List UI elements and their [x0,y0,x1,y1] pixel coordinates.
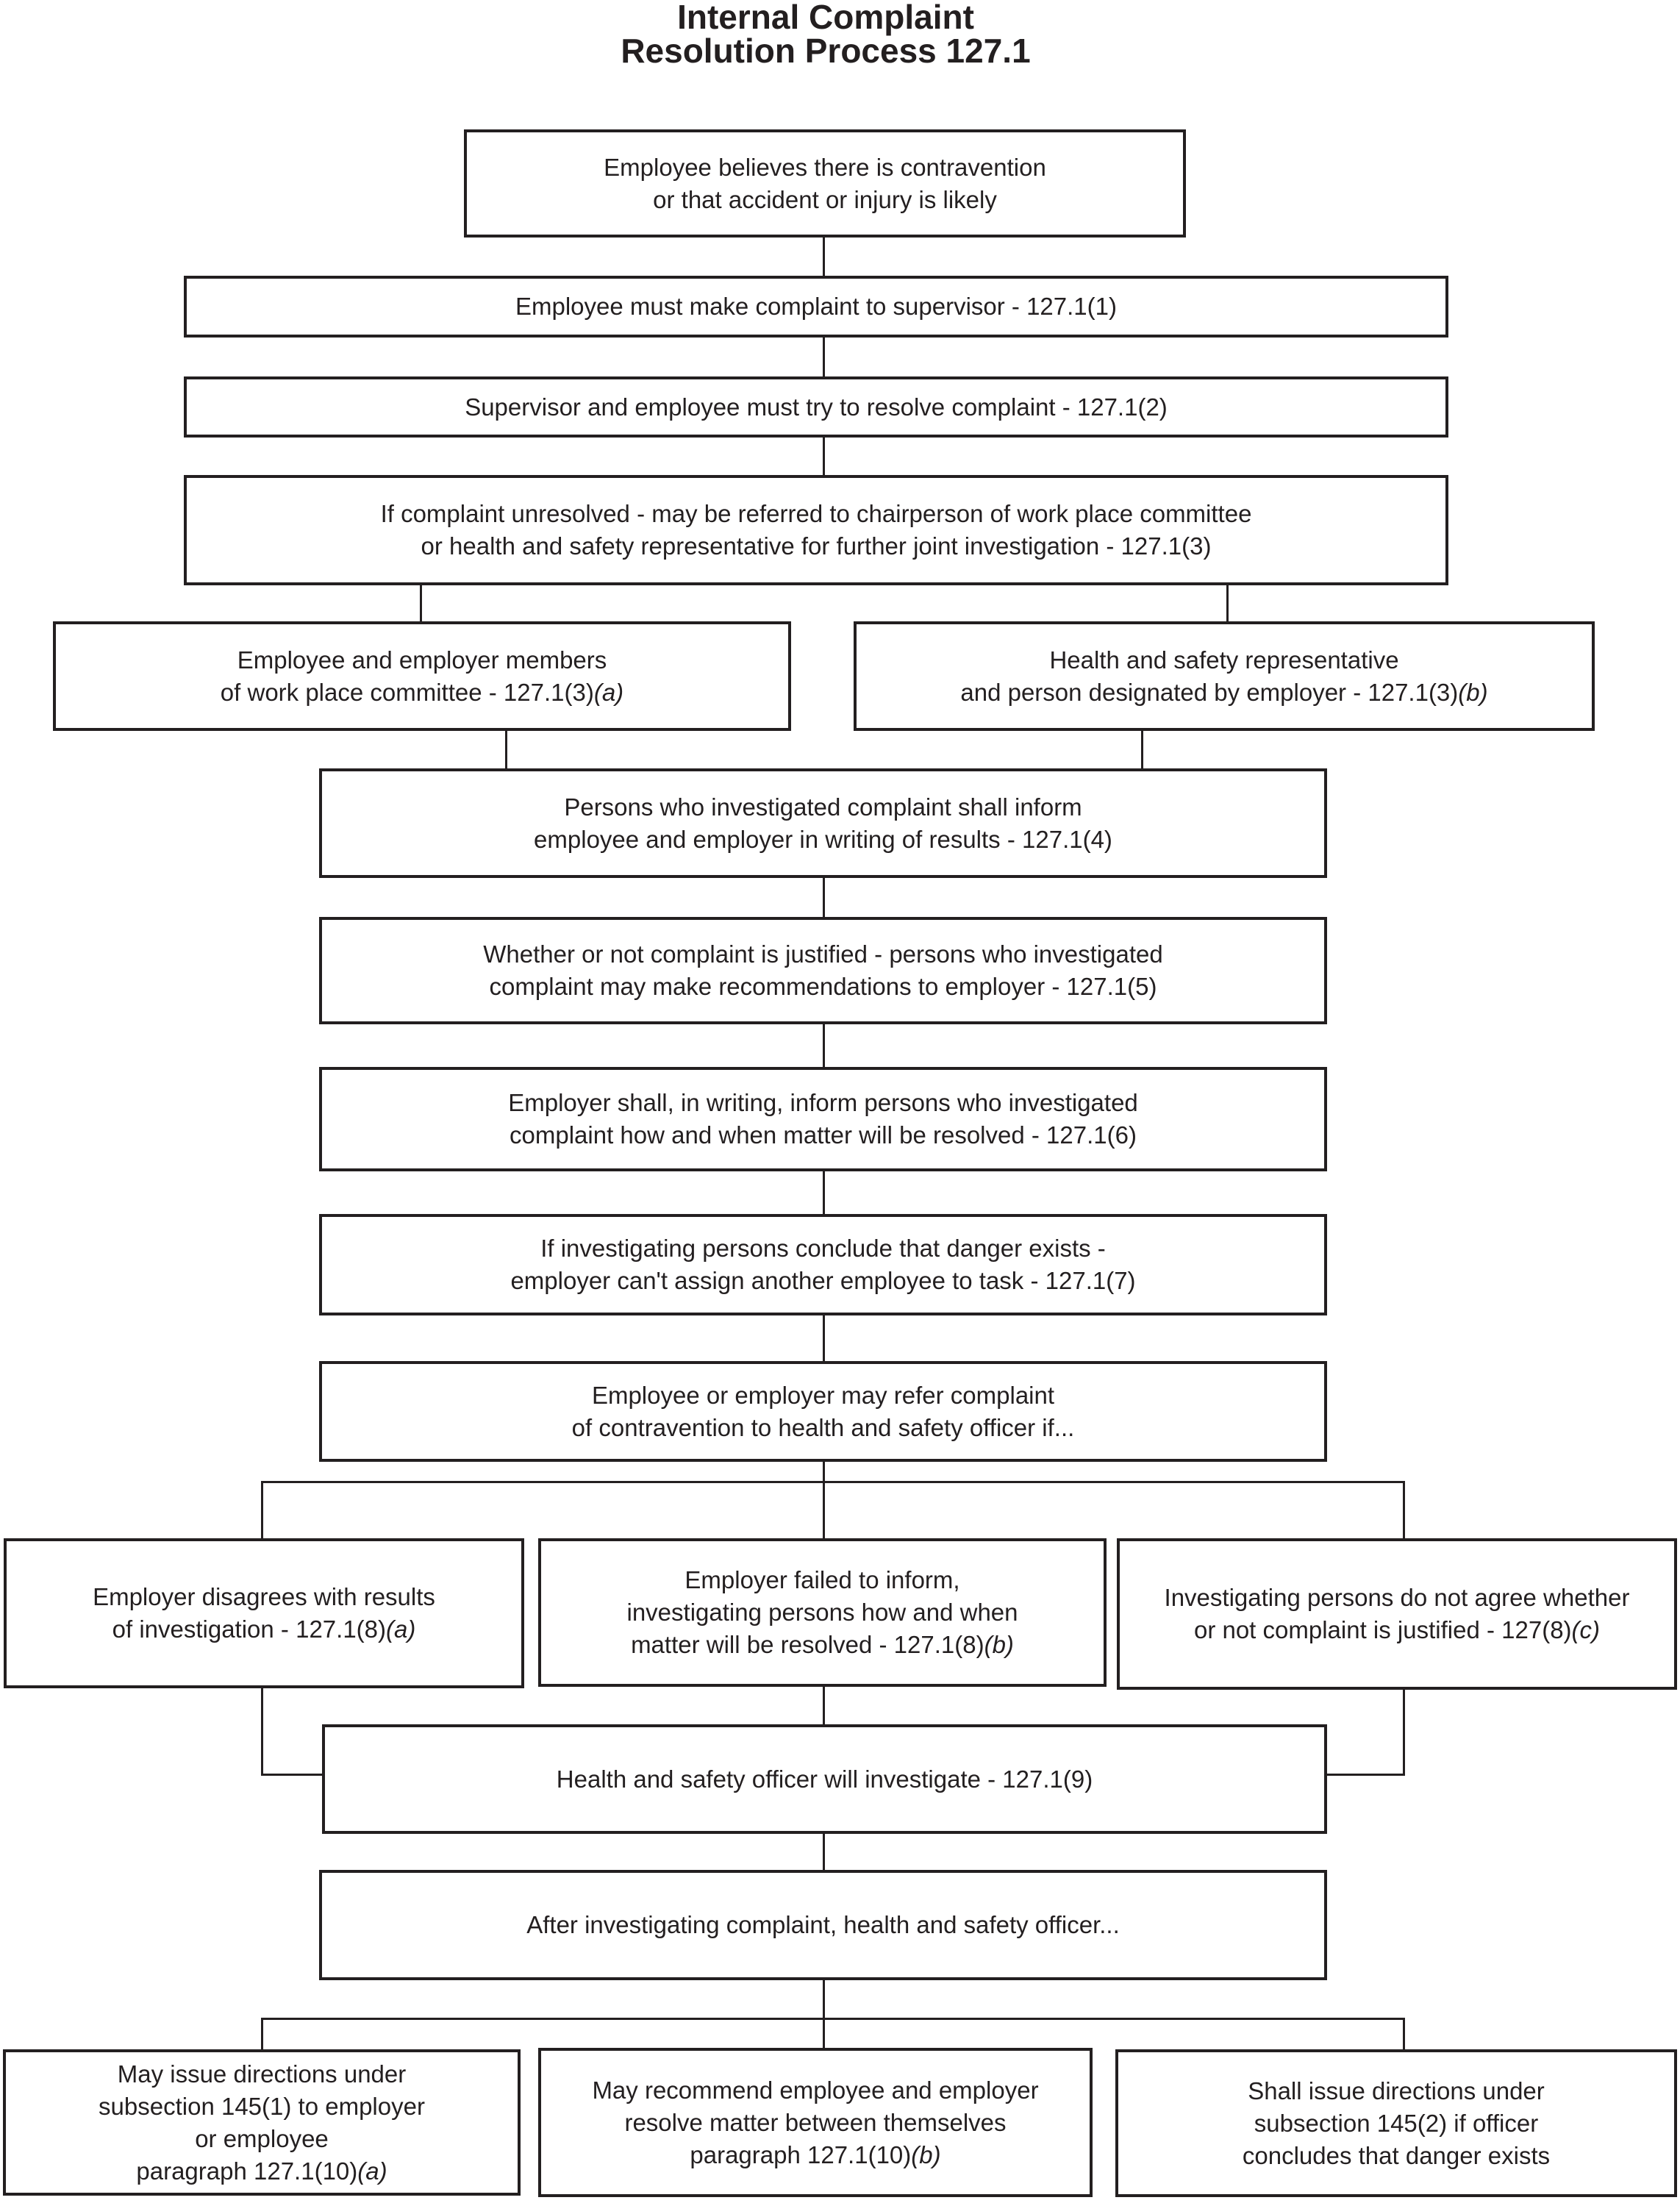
flow-node-officer-investigates: Health and safety officer will investiga… [322,1724,1327,1834]
connector-investigate-to-after [823,1832,825,1871]
connector-failed-to-investigate [823,1685,825,1726]
connector-elbow-left-into-investigate [261,1774,324,1776]
node-text: If complaint unresolved - may be referre… [380,500,1252,560]
node-text: Employee or employer may refer complaint… [571,1381,1075,1441]
node-text: Health and safety officer will investiga… [556,1765,1093,1793]
connector-danger-to-refer [823,1314,825,1363]
connector-inform-to-recommend [823,876,825,918]
node-text-italic: (b) [911,2140,941,2168]
connector-committee-to-inform [505,729,507,770]
flow-node-employer-informs: Employer shall, in writing, inform perso… [319,1067,1327,1171]
node-text: Whether or not complaint is justified - … [483,940,1163,1000]
connector-referred-to-representative [1226,584,1229,623]
connector-referred-to-committee [420,584,422,623]
connector-rail-to-noagree [1403,1481,1405,1540]
flow-node-try-resolve: Supervisor and employee must try to reso… [184,376,1448,438]
node-text-italic: (b) [984,1631,1014,1658]
connector-disagrees-to-investigate [261,1687,263,1776]
node-text: Employee believes there is contravention… [604,153,1046,213]
node-text: If investigating persons conclude that d… [510,1235,1136,1294]
connector-rail-to-disagrees [261,1481,263,1540]
node-text: Employee must make complaint to supervis… [515,293,1117,320]
flow-node-referred-chairperson: If complaint unresolved - may be referre… [184,475,1448,585]
connector-branch-rail-bottom [261,2018,1405,2020]
connector-refer-to-failed [823,1460,825,1540]
flow-node-employee-believes: Employee believes there is contravention… [464,129,1186,238]
connector-rail-to-directions-145-2 [1403,2018,1405,2051]
connector-elbow-right-into-investigate [1326,1774,1405,1776]
node-text-italic: (a) [386,1615,416,1643]
node-text: Investigating persons do not agree wheth… [1164,1584,1630,1643]
node-text-italic: (a) [357,2157,387,2185]
connector-rail-to-directions-145-1 [261,2018,263,2051]
flow-node-persons-disagree: Investigating persons do not agree wheth… [1117,1538,1677,1690]
connector-representative-to-inform [1141,729,1143,770]
connector-resolve-to-referred [823,436,825,476]
node-text: Supervisor and employee must try to reso… [465,393,1168,421]
node-text: Employer shall, in writing, inform perso… [508,1089,1138,1149]
flow-node-refer-to-officer: Employee or employer may refer complaint… [319,1361,1327,1462]
connector-complaint-to-resolve [823,336,825,378]
connector-branch-rail-top [261,1481,1405,1483]
flow-node-employer-failed-inform: Employer failed to inform,investigating … [538,1538,1107,1687]
connector-employer-to-danger [823,1170,825,1215]
flow-node-danger-exists: If investigating persons conclude that d… [319,1214,1327,1315]
node-text: After investigating complaint, health an… [526,1911,1120,1938]
node-text: Employer failed to inform,investigating … [626,1566,1018,1658]
node-text-italic: (c) [1571,1616,1601,1643]
flow-node-make-complaint: Employee must make complaint to supervis… [184,276,1448,338]
connector-noagree-to-investigate [1403,1688,1405,1776]
node-text-italic: (b) [1458,678,1488,706]
connector-recommend-to-employer [823,1023,825,1068]
flow-node-make-recommendations: Whether or not complaint is justified - … [319,917,1327,1024]
connector-after-to-recommend-resolve [823,1979,825,2049]
flow-node-after-investigating: After investigating complaint, health an… [319,1870,1327,1980]
flow-node-inform-results: Persons who investigated complaint shall… [319,768,1327,878]
node-text-italic: (a) [593,678,624,706]
node-text: Persons who investigated complaint shall… [534,793,1112,853]
connector-believes-to-complaint [823,236,825,277]
